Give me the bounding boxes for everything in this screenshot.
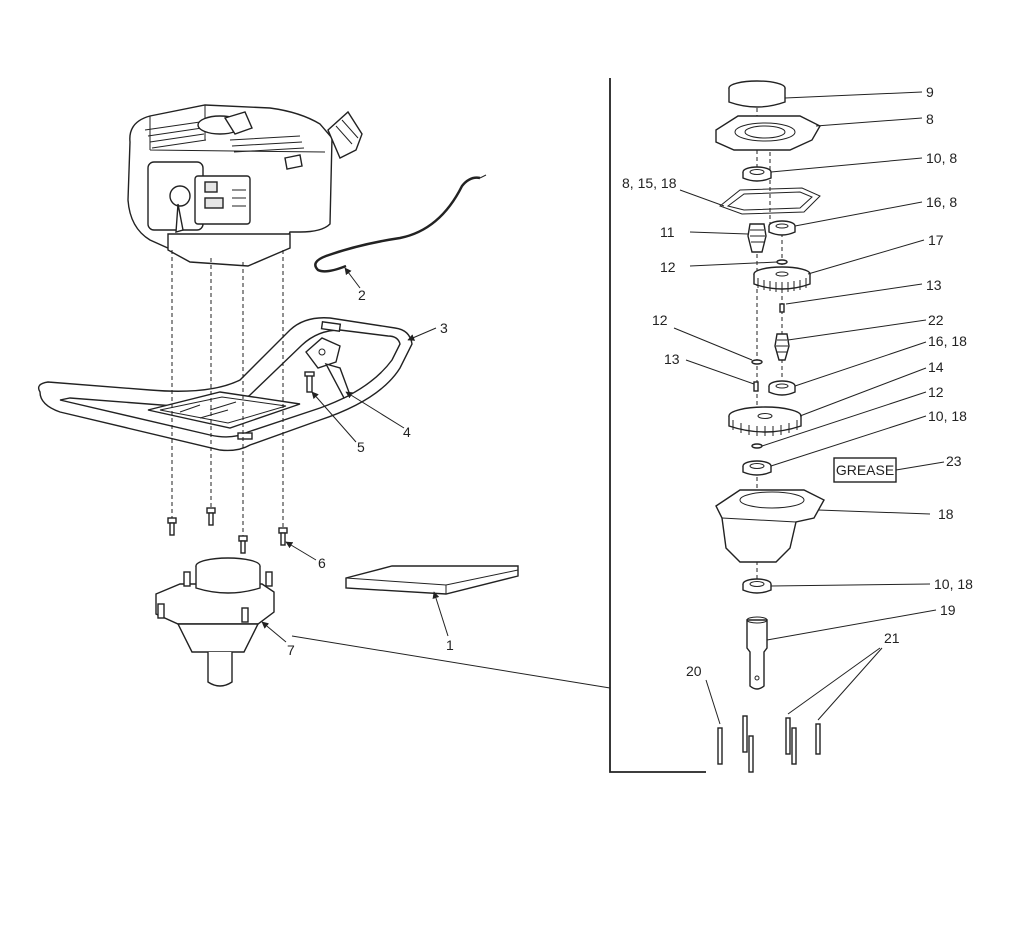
callout-12-b: 12 [652, 312, 668, 328]
callout-16-18: 16, 18 [928, 333, 967, 349]
pivot-pin [304, 371, 315, 393]
part-11-pinion [747, 223, 767, 253]
detail-frame [291, 78, 706, 773]
callout-21: 21 [884, 630, 900, 646]
part-10-bearing [742, 166, 772, 182]
part-19-shaft [746, 616, 768, 690]
part-15-gasket [718, 187, 821, 215]
part-13-pin-a [779, 303, 785, 313]
throttle-cable [314, 174, 487, 273]
part-17-gear [753, 266, 811, 292]
leader-lines [261, 91, 945, 725]
callout-9: 9 [926, 84, 934, 100]
callout-12-c: 12 [928, 384, 944, 400]
callout-8-15-18: 8, 15, 18 [622, 175, 677, 191]
gearbox-exploded-column [715, 80, 825, 773]
part-8-cover [715, 115, 821, 151]
part-18-housing [715, 489, 825, 563]
callout-23: 23 [946, 453, 962, 469]
handle-frame [37, 317, 413, 452]
callout-1: 1 [446, 637, 454, 653]
callout-8: 8 [926, 111, 934, 127]
part-12-washer-b [751, 359, 763, 365]
callout-10-18-a: 10, 18 [928, 408, 967, 424]
part-13-pin-b [753, 381, 759, 392]
part-14-gear [728, 406, 802, 436]
callout-13-a: 13 [926, 277, 942, 293]
engine-assembly [127, 104, 363, 267]
part-16-bearing-b [768, 380, 796, 396]
callout-2: 2 [358, 287, 366, 303]
callout-6: 6 [318, 555, 326, 571]
detail-link-line [291, 635, 611, 689]
callout-10-8: 10, 8 [926, 150, 957, 166]
part-22-pinion [774, 333, 790, 361]
part-16-bearing [768, 220, 796, 236]
part-20-21-bolts [717, 715, 821, 773]
callout-18: 18 [938, 506, 954, 522]
callout-12-a: 12 [660, 259, 676, 275]
callout-5: 5 [357, 439, 365, 455]
callout-10-18-b: 10, 18 [934, 576, 973, 592]
callout-7: 7 [287, 642, 295, 658]
callout-13-b: 13 [664, 351, 680, 367]
part-9-seal [728, 80, 786, 108]
part-10-bearing-b [742, 460, 772, 476]
callout-20: 20 [686, 663, 702, 679]
callout-16-8: 16, 8 [926, 194, 957, 210]
callout-19: 19 [940, 602, 956, 618]
mounting-bolts [167, 507, 288, 554]
callout-11: 11 [660, 224, 675, 240]
gearbox-assembly [155, 557, 275, 687]
callout-22: 22 [928, 312, 944, 328]
callout-17: 17 [928, 232, 944, 248]
owner-manual [345, 565, 519, 595]
part-10-bearing-c [742, 578, 772, 594]
callout-14: 14 [928, 359, 944, 375]
callout-4: 4 [403, 424, 411, 440]
part-12-washer-c [751, 443, 763, 449]
grease-box: GREASE [833, 457, 897, 483]
callout-3: 3 [440, 320, 448, 336]
grease-label: GREASE [836, 462, 894, 478]
part-12-washer-a [776, 259, 788, 265]
callout-labels: 2 3 4 5 6 7 1 9 8 10, 8 8, 15, 18 16, 8 … [287, 84, 973, 679]
throttle-lever [305, 337, 351, 399]
assembly-guide-lines [171, 250, 284, 536]
